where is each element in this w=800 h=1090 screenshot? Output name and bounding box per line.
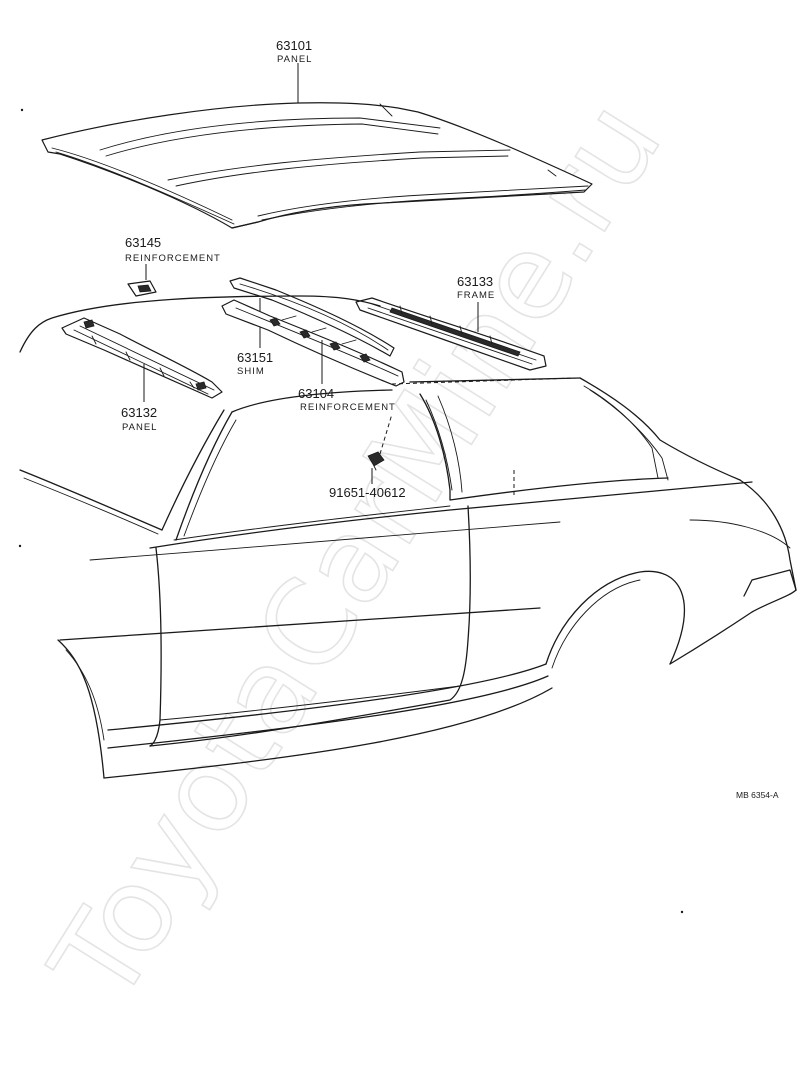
part-name-63101: PANEL <box>277 54 312 65</box>
clip-91651-drawing <box>367 451 385 471</box>
panel-63132-drawing <box>61 317 223 399</box>
part-number-63145: 63145 <box>125 235 161 250</box>
frame-63133-drawing <box>355 297 547 371</box>
shim-63151-drawing <box>229 277 395 357</box>
roof-panel-drawing <box>41 102 593 229</box>
part-number-63101: 63101 <box>276 38 312 53</box>
reinforcement-63104-drawing <box>221 299 405 387</box>
part-name-63104: REINFORCEMENT <box>300 402 396 413</box>
part-name-63151: SHIM <box>237 366 265 377</box>
part-number-63133: 63133 <box>457 274 493 289</box>
part-name-63133: FRAME <box>457 290 495 301</box>
registration-marks <box>18 108 684 914</box>
part-name-63145: REINFORCEMENT <box>125 253 221 264</box>
car-body-outline <box>19 295 797 779</box>
reference-code: MB 6354-A <box>736 790 779 800</box>
part-number-91651-40612: 91651-40612 <box>329 485 406 500</box>
part-number-63104: 63104 <box>298 386 334 401</box>
reinforcement-63145-drawing <box>127 280 157 297</box>
part-number-63132: 63132 <box>121 405 157 420</box>
part-name-63132: PANEL <box>122 422 157 433</box>
watermark: ToyotaCarMine.ru <box>24 78 688 1026</box>
part-number-63151: 63151 <box>237 350 273 365</box>
